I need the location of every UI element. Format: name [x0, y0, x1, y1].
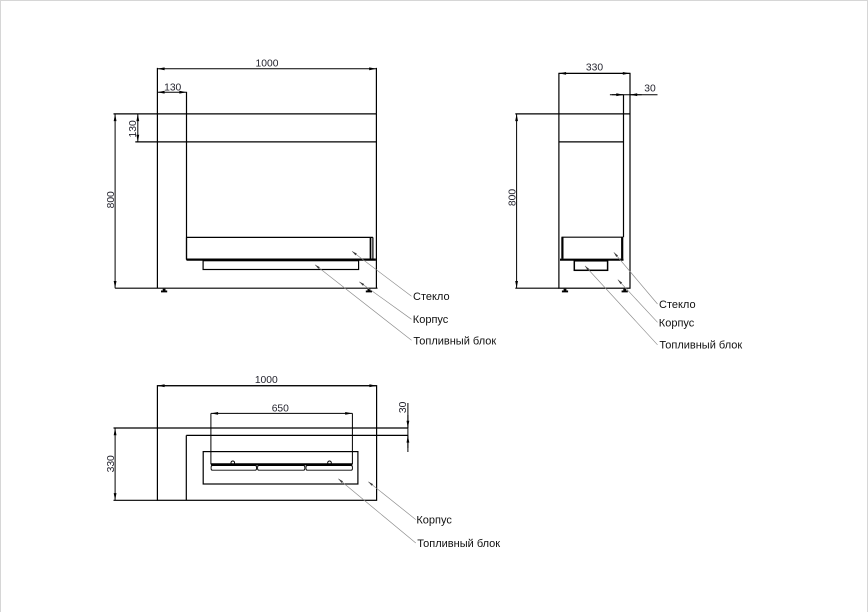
svg-text:Топливный блок: Топливный блок	[413, 336, 496, 348]
svg-text:330: 330	[106, 455, 117, 472]
svg-text:130: 130	[128, 120, 139, 137]
svg-text:800: 800	[106, 191, 117, 208]
svg-text:130: 130	[164, 83, 181, 94]
svg-text:800: 800	[507, 189, 518, 206]
svg-text:30: 30	[644, 84, 656, 95]
svg-text:Топливный блок: Топливный блок	[659, 340, 742, 352]
svg-text:Корпус: Корпус	[659, 317, 695, 329]
svg-text:30: 30	[398, 401, 409, 413]
svg-text:Стекло: Стекло	[659, 299, 696, 311]
svg-text:Стекло: Стекло	[413, 291, 450, 303]
svg-text:Топливный блок: Топливный блок	[417, 538, 500, 550]
svg-text:1000: 1000	[255, 375, 278, 386]
svg-text:Корпус: Корпус	[416, 514, 452, 526]
svg-text:Корпус: Корпус	[413, 314, 449, 326]
svg-text:1000: 1000	[256, 58, 279, 69]
svg-text:330: 330	[586, 63, 603, 74]
svg-text:650: 650	[272, 403, 289, 414]
